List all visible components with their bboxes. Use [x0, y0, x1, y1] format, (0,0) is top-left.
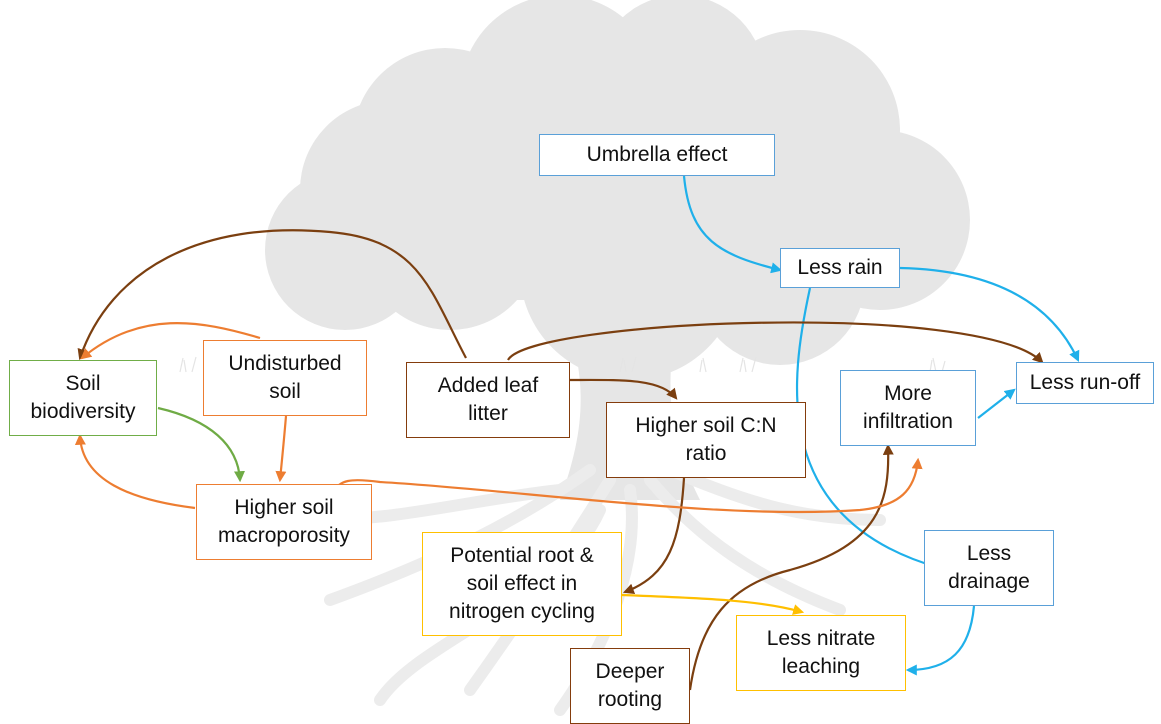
edge-cn-to-potential-root: [622, 477, 686, 595]
node-potential-root-effect: Potential root & soil effect in nitrogen…: [422, 532, 622, 636]
node-more-infiltration: More infiltration: [840, 370, 976, 446]
edge-umbrella-to-less-rain: [682, 175, 783, 274]
edge-litter-to-cn: [567, 378, 678, 400]
edge-potential-root-to-nitrate: [621, 593, 805, 615]
node-soil-biodiversity: Soil biodiversity: [9, 360, 157, 436]
edge-drainage-to-nitrate: [905, 605, 976, 676]
node-less-drainage: Less drainage: [924, 530, 1054, 606]
edge-deeper-rooting-to-infiltration: [688, 443, 894, 691]
node-less-run-off: Less run-off: [1016, 362, 1154, 404]
edge-biodiversity-to-macroporosity: [157, 406, 245, 483]
node-umbrella-effect: Umbrella effect: [539, 134, 775, 176]
edge-litter-to-biodiversity: [77, 229, 467, 361]
node-higher-soil-macroporosity: Higher soil macroporosity: [196, 484, 372, 560]
edge-infiltration-to-less-runoff: [977, 388, 1016, 419]
node-less-nitrate-leaching: Less nitrate leaching: [736, 615, 906, 691]
edge-undisturbed-to-biodiversity: [80, 322, 261, 360]
edge-litter-to-less-runoff: [507, 321, 1044, 364]
node-added-leaf-litter: Added leaf litter: [406, 362, 570, 438]
node-deeper-rooting: Deeper rooting: [570, 648, 690, 724]
node-higher-soil-cn-ratio: Higher soil C:N ratio: [606, 402, 806, 478]
edge-macroporosity-to-biodiversity: [74, 433, 196, 510]
edge-less-rain-to-less-runoff: [899, 266, 1080, 362]
node-less-rain: Less rain: [780, 248, 900, 288]
edge-undisturbed-to-macroporosity: [275, 415, 288, 483]
node-undisturbed-soil: Undisturbed soil: [203, 340, 367, 416]
edge-macroporosity-to-infiltration: [332, 457, 923, 514]
